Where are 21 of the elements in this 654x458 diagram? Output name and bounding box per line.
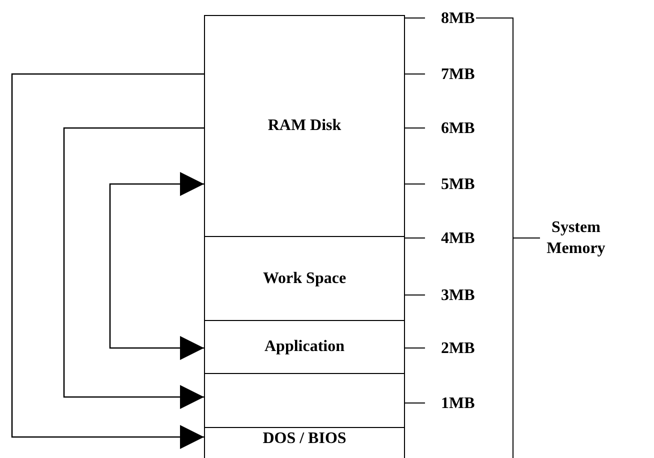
memory-block [204, 320, 405, 374]
arrow [109, 172, 204, 360]
memory-block [204, 373, 405, 428]
bracket-label: System Memory [546, 218, 606, 259]
memory-block [204, 15, 405, 237]
scale-label: 5MB [441, 175, 475, 195]
arrow [63, 127, 204, 409]
scale-label: 6MB [441, 119, 475, 139]
memory-block [204, 427, 405, 458]
scale-label: 4MB [441, 229, 475, 249]
scale-label: 7MB [441, 65, 475, 85]
block-label: Application [264, 338, 344, 356]
arrow [11, 73, 204, 449]
block-label: Work Space [262, 270, 346, 288]
scale-label: 1MB [441, 394, 475, 414]
memory-block [204, 236, 405, 321]
block-label: DOS / BIOS [262, 430, 346, 448]
scale-label: 3MB [441, 286, 475, 306]
scale-label: 2MB [441, 339, 475, 359]
scale-label: 8MB [441, 9, 475, 29]
block-label: RAM Disk [268, 117, 342, 135]
